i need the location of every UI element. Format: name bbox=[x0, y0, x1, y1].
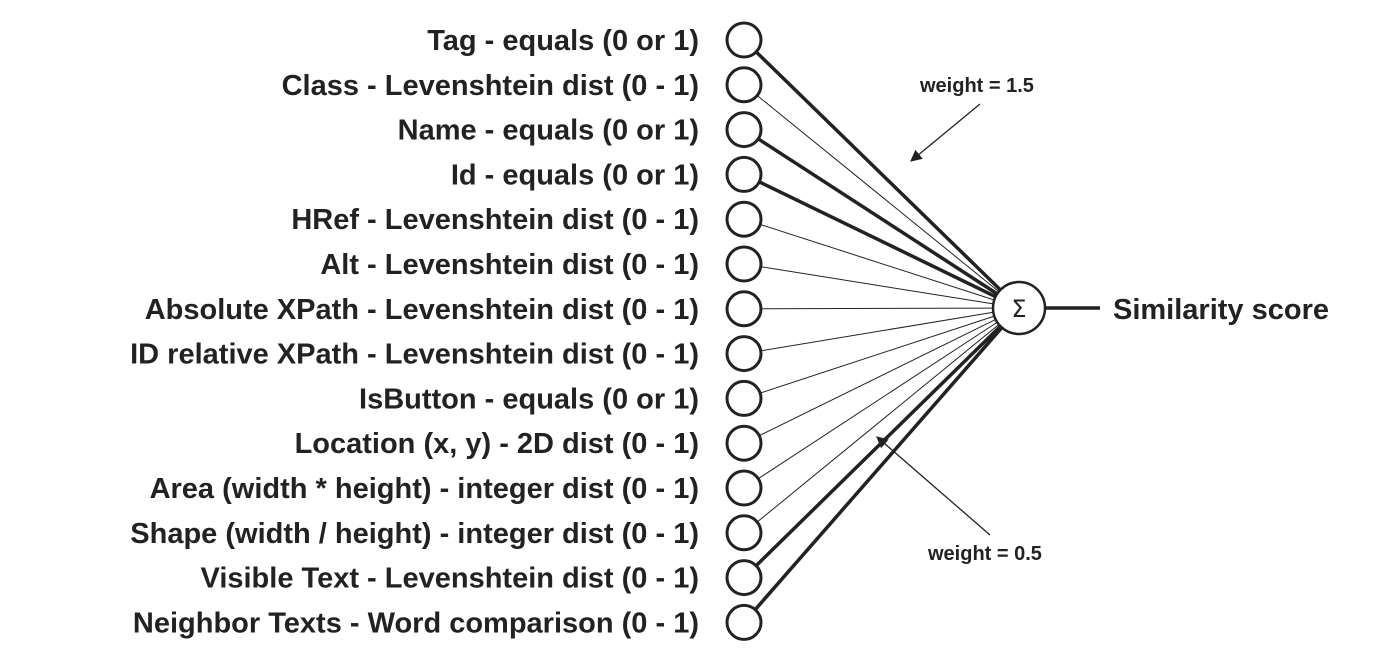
connection-line bbox=[759, 315, 995, 394]
connection-line bbox=[760, 307, 994, 310]
input-node bbox=[725, 469, 763, 507]
input-node bbox=[725, 603, 763, 641]
input-label: Absolute XPath - Levenshtein dist (0 - 1… bbox=[145, 294, 699, 326]
input-node bbox=[725, 66, 763, 104]
input-nodes bbox=[725, 21, 763, 641]
heavy-weight-arrow bbox=[910, 103, 981, 162]
connection-line bbox=[757, 321, 998, 480]
input-node bbox=[725, 379, 763, 417]
heavy-weight-annotation: weight = 1.5 bbox=[919, 75, 1034, 97]
connection-line bbox=[756, 324, 1000, 523]
input-label: Tag - equals (0 or 1) bbox=[427, 25, 699, 57]
input-node bbox=[725, 111, 763, 149]
connection-lines bbox=[753, 50, 1004, 611]
connection-line bbox=[756, 95, 1000, 293]
input-node bbox=[725, 514, 763, 552]
connection-line bbox=[753, 326, 1004, 611]
input-label: Area (width * height) - integer dist (0 … bbox=[150, 473, 699, 505]
light-weight-annotation: weight = 0.5 bbox=[927, 543, 1042, 565]
connection-line bbox=[754, 324, 1002, 567]
input-label: Visible Text - Levenshtein dist (0 - 1) bbox=[201, 563, 700, 595]
input-node bbox=[725, 424, 763, 462]
connection-line bbox=[759, 319, 996, 437]
input-label: ID relative XPath - Levenshtein dist (0 … bbox=[130, 339, 699, 371]
connection-line bbox=[760, 266, 994, 305]
input-label: Alt - Levenshtein dist (0 - 1) bbox=[320, 249, 699, 281]
input-label: Class - Levenshtein dist (0 - 1) bbox=[282, 70, 699, 102]
input-node bbox=[725, 200, 763, 238]
connection-line bbox=[757, 137, 999, 296]
input-node bbox=[725, 559, 763, 597]
input-node bbox=[725, 245, 763, 283]
input-node bbox=[725, 21, 763, 59]
input-label: Location (x, y) - 2D dist (0 - 1) bbox=[295, 428, 699, 460]
input-labels: Tag - equals (0 or 1) Class - Levenshtein… bbox=[130, 25, 699, 639]
input-label: Name - equals (0 or 1) bbox=[398, 115, 699, 147]
connection-line bbox=[760, 223, 995, 301]
input-node bbox=[725, 155, 763, 193]
sum-node-circle bbox=[991, 280, 1047, 336]
connection-line bbox=[760, 311, 994, 352]
sum-node: Σ bbox=[991, 280, 1047, 336]
input-label: HRef - Levenshtein dist (0 - 1) bbox=[291, 204, 699, 236]
connection-line bbox=[754, 50, 1002, 292]
input-label: Shape (width / height) - integer dist (0… bbox=[130, 518, 699, 550]
input-label: Id - equals (0 or 1) bbox=[451, 159, 699, 191]
output-label: Similarity score bbox=[1113, 294, 1329, 326]
sum-icon: Σ bbox=[1011, 295, 1026, 323]
input-node bbox=[725, 290, 763, 328]
light-weight-arrow bbox=[876, 436, 991, 536]
input-label: IsButton - equals (0 or 1) bbox=[359, 383, 699, 415]
input-label: Neighbor Texts - Word comparison (0 - 1) bbox=[133, 607, 699, 639]
input-node bbox=[725, 335, 763, 373]
connection-line bbox=[758, 180, 997, 299]
